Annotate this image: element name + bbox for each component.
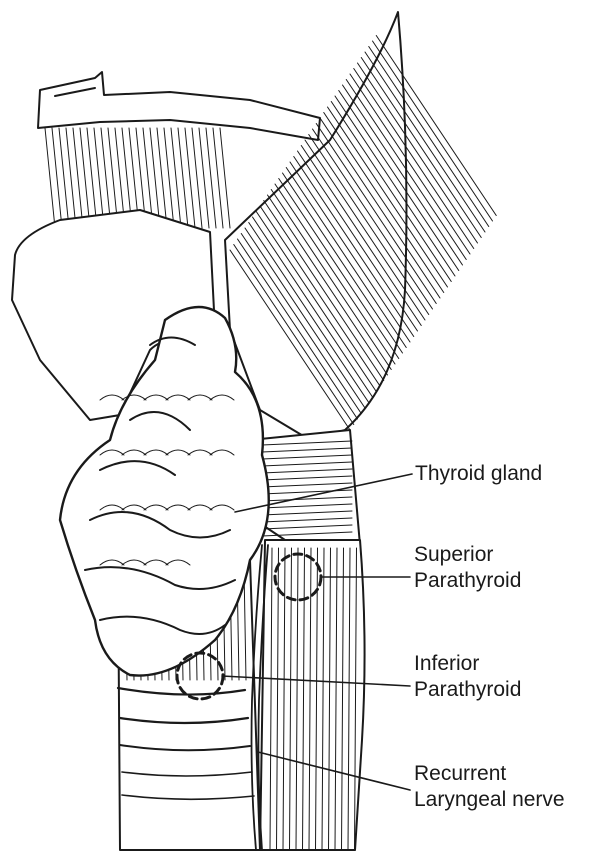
label-recurrent-laryngeal-nerve-line2: Laryngeal nerve xyxy=(414,788,565,812)
label-superior-parathyroid-line2: Parathyroid xyxy=(414,569,521,593)
label-inferior-parathyroid-line1: Inferior xyxy=(414,652,479,676)
label-superior-parathyroid-line1: Superior xyxy=(414,543,493,567)
label-thyroid-gland: Thyroid gland xyxy=(415,462,542,486)
strap-muscle xyxy=(225,12,496,440)
label-recurrent-laryngeal-nerve-line1: Recurrent xyxy=(414,762,506,786)
label-inferior-parathyroid-line2: Parathyroid xyxy=(414,678,521,702)
longitudinal-muscle xyxy=(260,540,365,850)
